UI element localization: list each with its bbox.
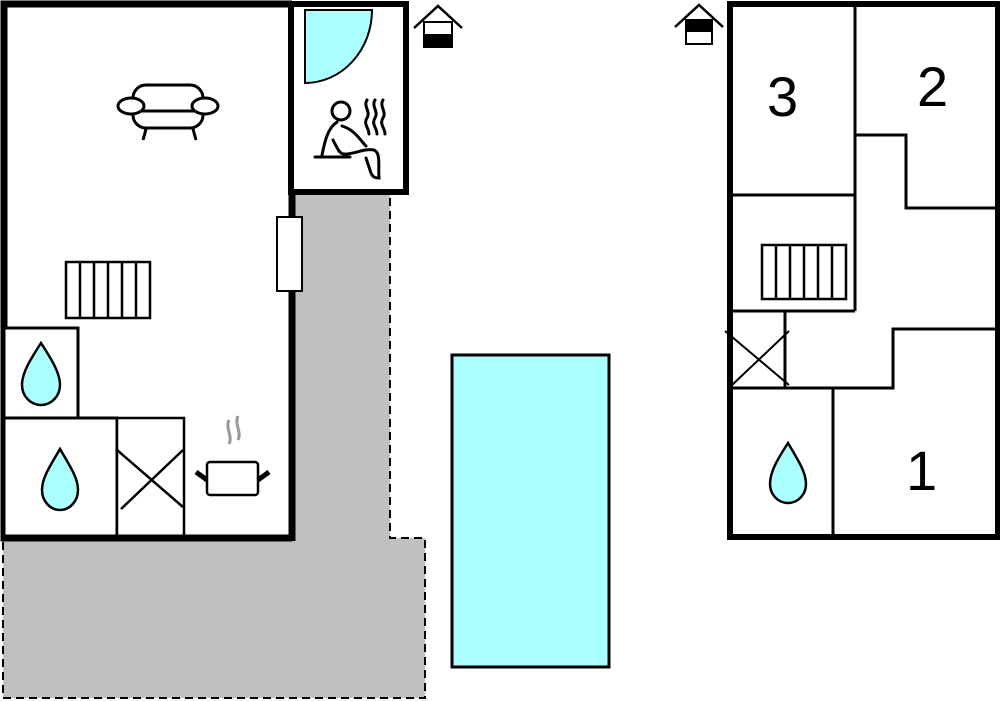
cooking-pot-icon — [194, 415, 271, 497]
floor-indicator-upper-icon — [674, 3, 724, 45]
pool-icon — [450, 353, 611, 669]
upper-floor — [724, 1, 1000, 540]
stove-x-icon — [115, 416, 186, 540]
window-icon — [276, 216, 303, 292]
ground-floor — [0, 0, 409, 542]
water-drop-icon — [20, 340, 62, 407]
terrace — [2, 191, 426, 699]
room-number-1: 1 — [906, 439, 937, 502]
water-drop-icon — [768, 440, 808, 505]
sofa-icon — [116, 83, 220, 141]
room-number-3: 3 — [767, 65, 798, 128]
stove-x-icon — [724, 330, 790, 387]
stairs-icon — [760, 243, 848, 301]
shower-icon — [304, 9, 374, 85]
radiator-icon — [64, 260, 152, 320]
room-number-2: 2 — [917, 55, 948, 118]
water-drop-icon — [40, 446, 80, 512]
floor-indicator-ground-icon — [413, 4, 463, 48]
sauna-icon — [313, 98, 387, 180]
